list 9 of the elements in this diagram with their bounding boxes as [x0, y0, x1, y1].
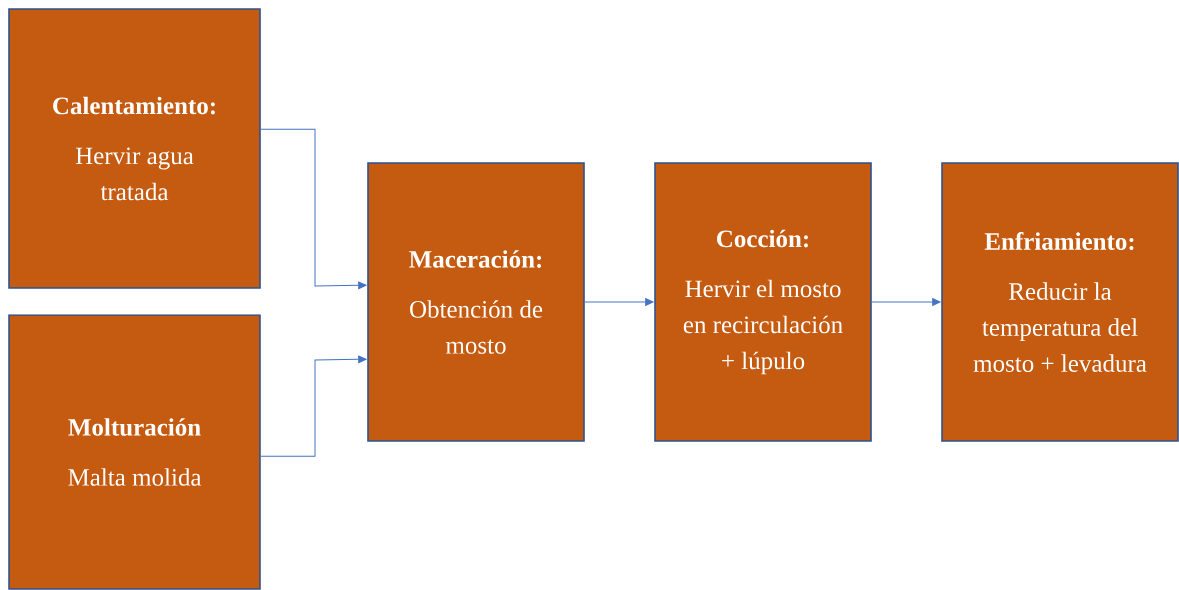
arrow	[871, 298, 941, 306]
process-box: Maceración: Obtención de mosto	[367, 162, 585, 442]
process-box: Cocción: Hervir el mosto en recirculación + lúpulo	[654, 162, 872, 442]
process-box: Molturación Malta molida	[8, 314, 261, 590]
process-box: Calentamiento: Hervir agua tratada	[8, 8, 261, 289]
arrow	[260, 355, 367, 457]
process-box: Enfriamiento: Reducir la temperatura del mosto + levadura	[941, 162, 1179, 442]
arrow	[584, 298, 654, 306]
arrow	[260, 128, 367, 290]
